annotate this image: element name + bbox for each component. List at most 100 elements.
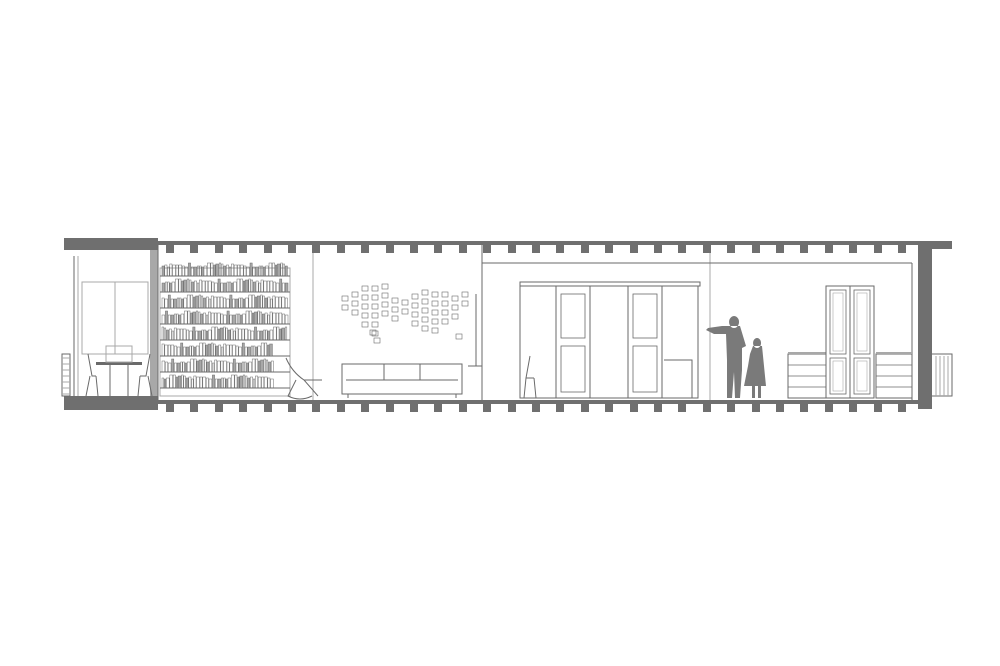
ceiling-joist — [678, 245, 686, 253]
book — [185, 377, 189, 389]
book — [260, 294, 263, 309]
floor-joist — [264, 404, 272, 412]
book — [181, 280, 184, 293]
book — [267, 330, 270, 341]
floor-joist — [312, 404, 320, 412]
dining-chair — [137, 353, 153, 397]
book — [249, 310, 252, 325]
book — [284, 314, 289, 325]
book — [174, 313, 177, 325]
floor-joist — [239, 404, 247, 412]
ceiling-joist — [264, 245, 272, 253]
map-frame — [421, 298, 429, 305]
book — [214, 282, 218, 293]
book — [194, 280, 197, 293]
book — [226, 298, 230, 309]
book — [234, 374, 238, 389]
book — [217, 360, 221, 373]
map-frame — [341, 304, 349, 311]
book — [237, 313, 241, 325]
book — [192, 326, 196, 341]
building-structure — [64, 238, 952, 410]
book — [227, 377, 232, 389]
book — [272, 262, 275, 277]
map-frame — [371, 330, 379, 337]
book — [208, 280, 212, 293]
book — [213, 296, 218, 309]
book — [176, 297, 180, 309]
book — [208, 329, 212, 341]
book — [181, 265, 185, 277]
double-door — [825, 285, 875, 399]
book — [229, 314, 233, 325]
book — [221, 377, 224, 389]
book — [223, 282, 227, 293]
floor-joist — [483, 404, 491, 412]
book — [265, 329, 268, 341]
book — [226, 361, 230, 373]
chest-of-drawers — [787, 352, 913, 399]
book — [174, 345, 177, 357]
book — [272, 295, 276, 309]
book — [279, 328, 282, 341]
floor-slab — [158, 400, 930, 404]
book — [182, 328, 187, 341]
book — [229, 344, 233, 357]
book — [177, 375, 182, 389]
book — [245, 310, 250, 325]
book — [248, 278, 251, 293]
map-frame — [431, 309, 439, 316]
door-panel-inset — [832, 292, 844, 352]
ceiling-joist — [752, 245, 760, 253]
book — [205, 314, 209, 325]
sofa-body — [341, 363, 463, 395]
partition-wall — [468, 294, 482, 367]
map-frame — [361, 321, 369, 328]
map-frame — [373, 337, 381, 344]
book — [275, 312, 279, 325]
book — [178, 278, 182, 293]
floor-joist — [337, 404, 345, 412]
book — [265, 359, 269, 373]
book — [210, 295, 214, 309]
book — [284, 297, 288, 309]
ceiling-joist — [459, 245, 467, 253]
map-frame — [391, 306, 399, 313]
book — [248, 294, 252, 309]
book — [186, 278, 190, 293]
book — [221, 346, 224, 357]
map-frame — [381, 310, 389, 317]
map-frame — [451, 304, 459, 311]
ceiling-slab-right-cap — [930, 241, 952, 249]
book — [223, 297, 227, 309]
book — [263, 329, 266, 341]
book — [231, 263, 234, 277]
map-frame — [381, 283, 389, 290]
book — [198, 311, 201, 325]
door-panel-inset — [832, 360, 844, 392]
book — [269, 329, 274, 341]
book — [263, 358, 266, 373]
book — [220, 360, 224, 373]
book — [188, 376, 192, 389]
book — [247, 346, 251, 357]
book — [248, 361, 252, 373]
book — [231, 374, 235, 389]
book — [211, 326, 215, 341]
book — [254, 326, 257, 341]
book — [269, 343, 273, 357]
book — [218, 344, 222, 357]
book — [238, 328, 242, 341]
book — [217, 378, 222, 389]
book — [176, 346, 181, 357]
book — [181, 298, 184, 309]
book — [199, 376, 203, 389]
book — [274, 264, 278, 277]
book — [265, 265, 269, 277]
map-frame — [421, 316, 429, 323]
book — [268, 262, 273, 277]
book — [166, 377, 170, 389]
book — [251, 358, 256, 373]
floor-joist — [581, 404, 589, 412]
book — [270, 378, 274, 389]
